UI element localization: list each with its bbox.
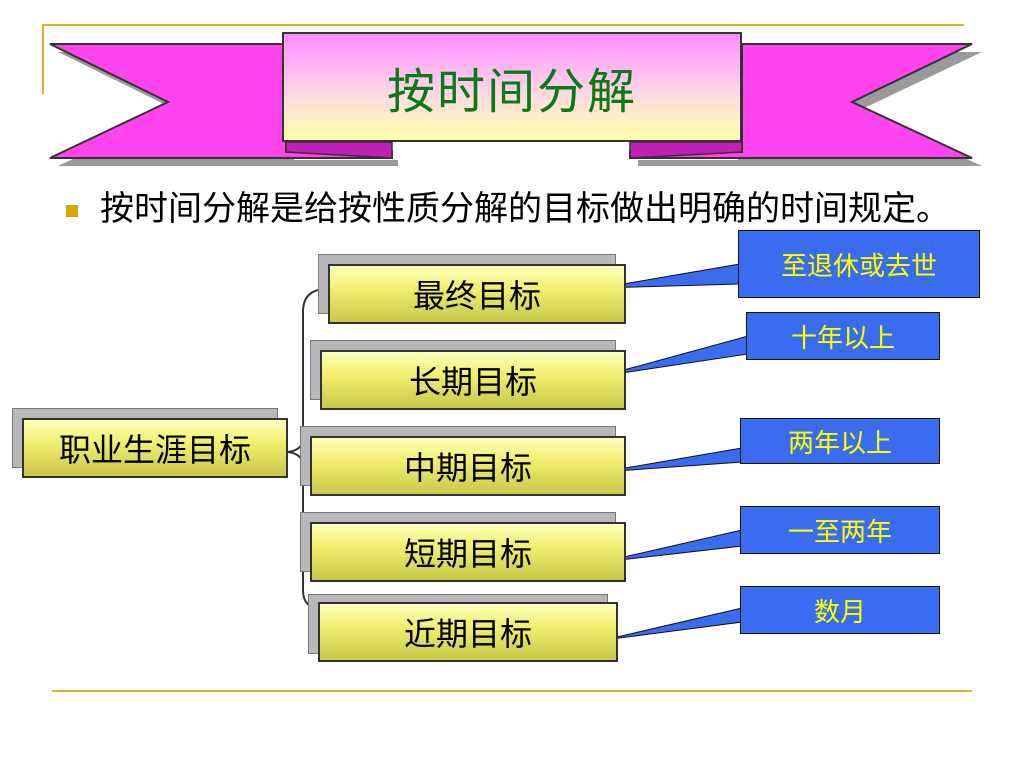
page-title: 按时间分解 [386, 64, 637, 120]
goal-node-short-term: 短期目标 [310, 522, 626, 582]
callout-final: 至退休或去世 [738, 230, 980, 298]
title-ribbon [49, 43, 982, 166]
goal-node-mid-term: 中期目标 [310, 436, 626, 496]
brace-line [287, 288, 328, 609]
ribbon-right-fold [629, 141, 743, 159]
left-rule-line [42, 24, 44, 94]
callout-pointer-5 [603, 607, 743, 641]
root-node: 职业生涯目标 [22, 418, 288, 478]
title-banner: 按时间分解 [282, 32, 742, 142]
ribbon-left-fold [285, 141, 393, 159]
top-rule-line [42, 24, 964, 26]
callout-near-term: 数月 [740, 586, 940, 634]
callout-short-term: 一至两年 [740, 506, 940, 554]
goal-node-long-term: 长期目标 [320, 350, 626, 410]
bullet-text: 按时间分解是给按性质分解的目标做出明确的时间规定。 [100, 189, 950, 229]
bottom-rule-line [52, 690, 972, 692]
callout-mid-term: 两年以上 [740, 418, 940, 464]
bullet-marker [66, 205, 78, 217]
goal-node-final: 最终目标 [328, 264, 626, 324]
goal-node-near-term: 近期目标 [318, 602, 618, 662]
callout-long-term: 十年以上 [746, 312, 940, 360]
